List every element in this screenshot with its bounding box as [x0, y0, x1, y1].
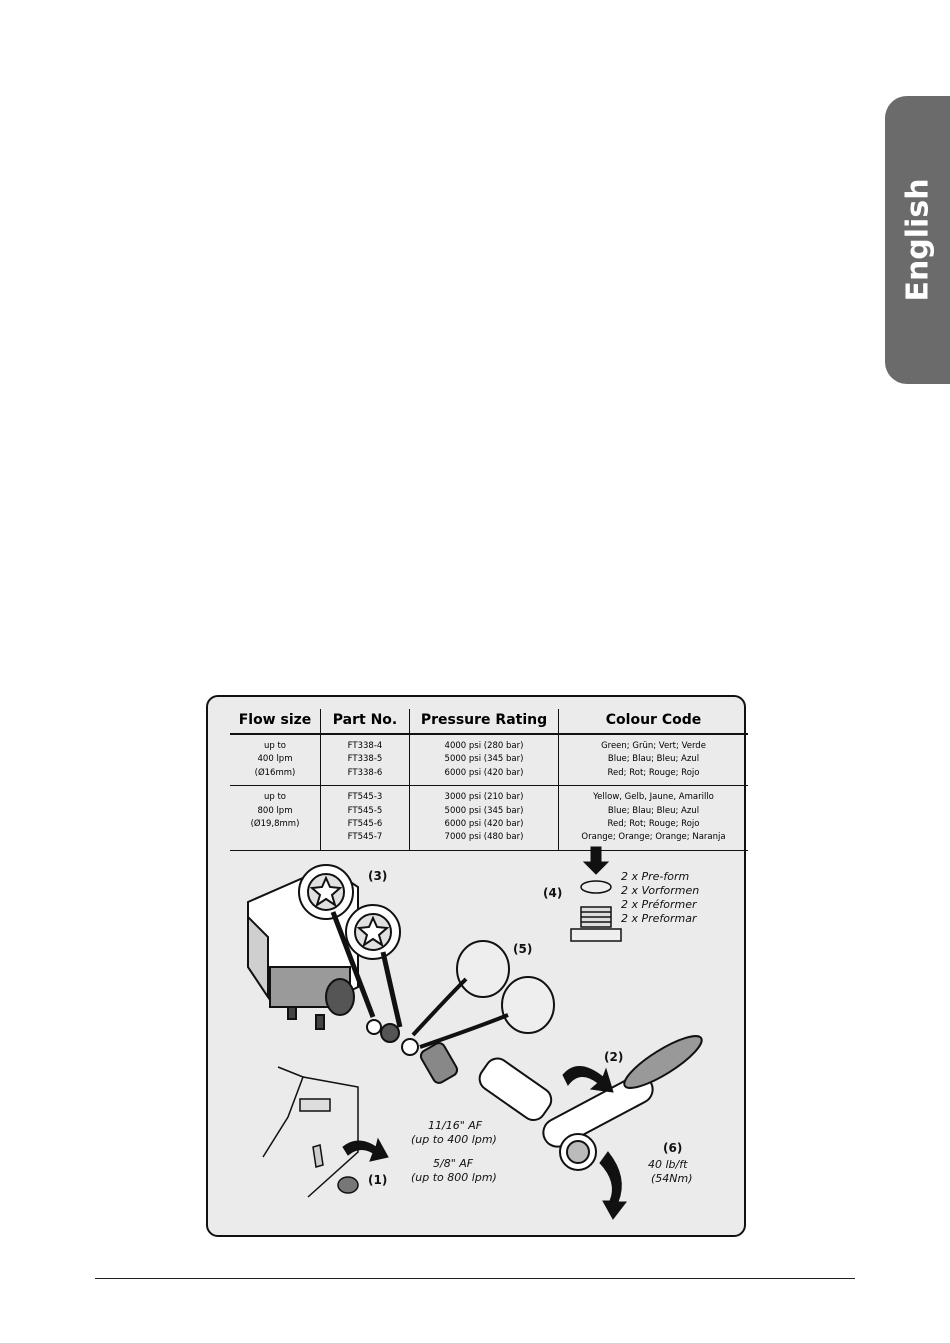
header-flow-size: Flow size: [230, 709, 321, 735]
colour-value: Green; Grün; Vert; Verde: [601, 741, 706, 751]
table-row: up to 800 lpm (Ø19,8mm) FT545-3 FT545-5 …: [230, 785, 748, 851]
torque-metric: (54Nm): [651, 1172, 693, 1185]
preform-line-4: 2 x Preformar: [621, 912, 698, 925]
step-6-label: (6): [663, 1141, 682, 1155]
colour-cell: Green; Grün; Vert; Verde Blue; Blau; Ble…: [558, 734, 748, 787]
part-cell: FT545-3 FT545-5 FT545-6 FT545-7: [320, 785, 410, 851]
part-number: FT545-6: [347, 819, 383, 830]
wrench-drawing: [419, 1035, 703, 1171]
preform-stack-drawing: [570, 880, 622, 942]
footer-divider: [95, 1278, 855, 1279]
flow-line: 800 lpm: [257, 805, 293, 816]
flow-line: (Ø16mm): [254, 767, 296, 778]
header-colour-code: Colour Code: [558, 709, 748, 735]
part-cell: FT338-4 FT338-5 FT338-6: [320, 734, 410, 787]
colour-value: Red; Rot; Rouge; Rojo: [607, 767, 700, 778]
pressure-value: 6000 psi (420 bar): [444, 767, 524, 778]
step-2-label: (2): [604, 1050, 623, 1064]
part-number: FT545-3: [347, 792, 383, 803]
preform-line-1: 2 x Pre-form: [621, 870, 689, 883]
torque-value: 40 lb/ft: [648, 1158, 688, 1171]
part-number: FT338-5: [347, 754, 383, 765]
preform-line-2: 2 x Vorformen: [621, 884, 699, 897]
colour-value: Red; Rot; Rouge; Rojo: [607, 819, 700, 830]
base-unit-drawing: [262, 1066, 359, 1198]
flow-line: up to: [263, 792, 287, 803]
pressure-value: 6000 psi (420 bar): [444, 819, 524, 830]
socket-size-1: 11/16" AF: [428, 1119, 483, 1132]
table-row: up to 400 lpm (Ø16mm) FT338-4 FT338-5 FT…: [230, 734, 748, 787]
header-pressure-rating: Pressure Rating: [409, 709, 559, 735]
colour-value: Orange; Orange; Orange; Naranja: [581, 832, 726, 843]
seal-disc-drawing: [298, 864, 403, 1028]
part-number: FT338-4: [347, 741, 383, 751]
part-number: FT545-7: [347, 832, 383, 843]
spec-table: Flow size Part No. Pressure Rating Colou…: [230, 709, 748, 851]
pressure-value: 5000 psi (345 bar): [444, 805, 524, 816]
pressure-value: 7000 psi (480 bar): [444, 832, 524, 843]
flow-cell: up to 400 lpm (Ø16mm): [230, 734, 321, 787]
flow-line: up to: [263, 741, 287, 751]
assembly-illustration: (3) (4) (5) (2) (6) (1) 2 x Pre-form 2 x…: [247, 846, 703, 1220]
colour-value: Blue; Blau; Bleu; Azul: [607, 805, 700, 816]
spec-table-header: Flow size Part No. Pressure Rating Colou…: [230, 709, 748, 735]
pressure-cell: 4000 psi (280 bar) 5000 psi (345 bar) 60…: [409, 734, 559, 787]
flow-line: 400 lpm: [257, 754, 293, 765]
step-1-label: (1): [368, 1173, 387, 1187]
instruction-panel: (3) (4) (5) (2) (6) (1) 2 x Pre-form 2 x…: [206, 695, 748, 1237]
pressure-cell: 3000 psi (210 bar) 5000 psi (345 bar) 60…: [409, 785, 559, 851]
part-number: FT338-6: [347, 767, 383, 778]
colour-cell: Yellow, Gelb, Jaune, Amarillo Blue; Blau…: [558, 785, 748, 851]
flow-cell: up to 800 lpm (Ø19,8mm): [230, 785, 321, 851]
colour-value: Yellow, Gelb, Jaune, Amarillo: [593, 792, 714, 803]
rotation-arrows: [342, 846, 628, 1220]
step-5-label: (5): [513, 942, 532, 956]
language-tab[interactable]: English: [885, 96, 950, 384]
step-4-label: (4): [543, 886, 562, 900]
step-3-label: (3): [368, 869, 387, 883]
orifice-cap-drawing: [366, 940, 555, 1056]
colour-value: Blue; Blau; Bleu; Azul: [607, 754, 700, 765]
pressure-value: 5000 psi (345 bar): [444, 754, 524, 765]
part-number: FT545-5: [347, 805, 383, 816]
header-part-no: Part No.: [320, 709, 410, 735]
socket-size-2: 5/8" AF: [433, 1157, 474, 1170]
pressure-value: 3000 psi (210 bar): [444, 792, 524, 803]
language-tab-label: English: [900, 178, 935, 302]
pressure-value: 4000 psi (280 bar): [444, 741, 524, 751]
preform-line-3: 2 x Préformer: [621, 898, 698, 911]
socket-range-2: (up to 800 lpm): [411, 1171, 497, 1184]
flow-line: (Ø19,8mm): [250, 819, 300, 830]
socket-range-1: (up to 400 lpm): [411, 1133, 497, 1146]
